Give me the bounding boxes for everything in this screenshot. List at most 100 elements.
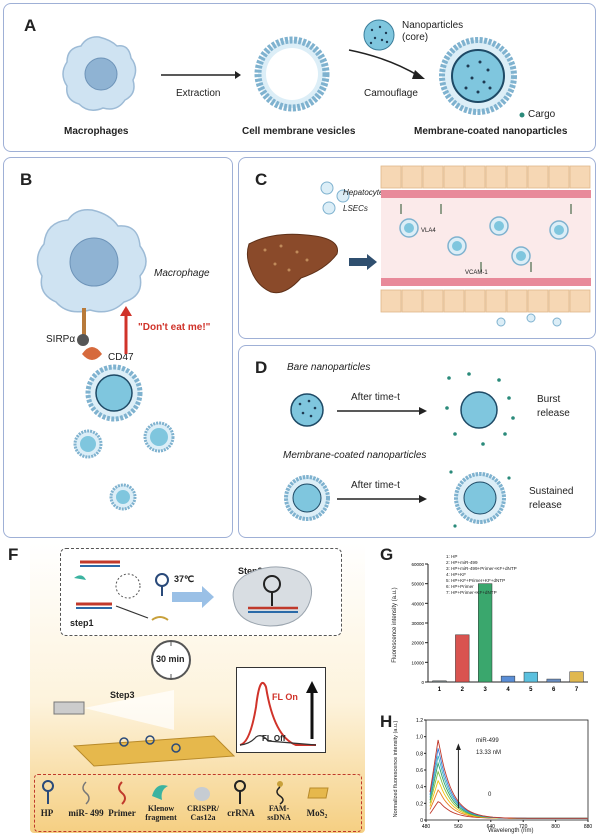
lsecs-label: LSECs (343, 204, 368, 213)
x-tick-label: 6 (552, 687, 556, 693)
bar-legend-item: 1: HP (446, 554, 458, 559)
legend-hp-icon (42, 780, 54, 804)
panel-d: D Bare nanoparticles After time-t Burst … (238, 345, 596, 538)
legend-label-mos2: MoS₂ (306, 808, 328, 818)
legend-fam-ssdna-icon (276, 781, 284, 805)
coated-nanoparticle-icon (85, 364, 143, 422)
bar-legend-item: 7: HP+Primer+KF+dNTP (446, 590, 497, 595)
legend-mos2-icon (307, 787, 329, 799)
bar-legend-item: 2: HP+miR-499 (446, 560, 478, 565)
bar-chart-ylabel: Fluorescence intensity (a.u.) (392, 587, 398, 663)
sirpa-receptor-icon (77, 334, 89, 346)
temperature-arrow (172, 586, 214, 608)
zero-annotation: 0 (488, 792, 492, 798)
macrophages-label: Macrophages (64, 126, 129, 137)
bar-legend-item: 4: HP+KF (446, 572, 467, 577)
fluorescence-curves (239, 681, 318, 746)
nanoparticles-label-2: (core) (402, 32, 429, 43)
extraction-label: Extraction (176, 88, 221, 99)
x-tick-label: 4 (506, 687, 510, 693)
camouflage-label: Camouflage (364, 88, 418, 99)
x-tick-label: 560 (454, 824, 463, 830)
temperature-label: 37℃ (174, 574, 195, 584)
dont-eat-me-label: "Don't eat me!" (138, 322, 211, 333)
spectrum-line (429, 761, 588, 819)
mir499-annotation: miR-499 (476, 738, 499, 744)
burst-release-icon (445, 372, 515, 446)
legend-primer-icon (118, 781, 126, 805)
line-chart-ylabel: Normalized fluorescence intensity (a.u.) (393, 720, 399, 818)
coated-nanoparticles-label: Membrane-coated nanoparticles (283, 450, 427, 461)
vla4-label: VLA4 (421, 228, 436, 234)
step2-label: Step2 (238, 566, 263, 576)
y-tick-label: 60000 (411, 562, 424, 567)
y-tick-label: 0.2 (416, 801, 423, 807)
legend-label-crrna: crRNA (227, 808, 255, 818)
sirpa-label: SIRPα (46, 334, 76, 345)
bar-legend-item: 3: HP+miR-499+Primer+KF+dNTP (446, 566, 517, 571)
panel-b-label: B (20, 170, 33, 189)
after-time-label-2: After time-t (351, 480, 400, 491)
x-tick-label: 7 (575, 687, 579, 693)
panel-d-label: D (255, 358, 268, 377)
fl-on-label: FL On (272, 692, 298, 702)
panel-a-label: A (24, 16, 37, 35)
x-tick-label: 640 (487, 824, 496, 830)
signal-arrow (120, 306, 132, 354)
y-tick-label: 0.8 (416, 751, 423, 757)
sinusoid-illustration (380, 165, 591, 327)
bar-legend-item: 6: HP+Primer (446, 584, 474, 589)
x-tick-label: 480 (422, 824, 431, 830)
y-tick-label: 40000 (411, 601, 424, 606)
legend-label-mir499: miR- 499 (68, 808, 104, 818)
cd47-label: CD47 (108, 352, 134, 363)
y-tick-label: 0 (421, 680, 424, 685)
nanoparticles-label-1: Nanoparticles (402, 20, 464, 31)
sustained-label-1: Sustained (529, 486, 574, 497)
time-label: 30 min (156, 654, 185, 664)
legend-mir499-icon (82, 781, 90, 805)
cas12a-complex-icon (232, 566, 313, 627)
x-tick-label: 800 (551, 824, 560, 830)
coated-nanoparticle-icon (284, 475, 330, 521)
step1-illustration (74, 560, 169, 621)
legend-klenow-icon (152, 785, 168, 800)
small-nanoparticle-icon (109, 483, 137, 511)
y-tick-label: 20000 (411, 641, 424, 646)
legend-label-klenow: Klenow fragment (145, 804, 177, 822)
vesicles-label: Cell membrane vesicles (242, 126, 356, 137)
core-nanoparticle-icon (363, 19, 395, 51)
hepatocytes-label: Hepatocytes (343, 188, 388, 197)
time-arrow-2 (337, 495, 427, 503)
after-time-label-1: After time-t (351, 392, 400, 403)
step3-label: Step3 (110, 690, 135, 700)
spectrum-line (429, 739, 588, 819)
panel-b: B Macrophage SIRPα CD47 "Don't eat me!" (3, 157, 233, 538)
fl-off-label: FL Off (262, 734, 286, 743)
line-chart-xlabel: Wavelength (nm) (488, 828, 534, 834)
bar (500, 675, 516, 683)
y-tick-label: 0 (420, 818, 423, 824)
y-tick-label: 0.6 (416, 768, 423, 774)
bar (546, 678, 561, 683)
cargo-dot-icon (519, 112, 525, 118)
bar (478, 583, 493, 683)
panel-c: C Hepatocytes LSECs VLA4 VCAM-1 (238, 157, 596, 339)
x-tick-label: 880 (584, 824, 593, 830)
burst-label-2: release (537, 408, 570, 419)
legend-cas12a-icon (194, 787, 210, 801)
bare-nanoparticles-label: Bare nanoparticles (287, 362, 371, 373)
detection-setup-illustration (53, 690, 236, 767)
small-nanoparticle-icon (73, 429, 103, 459)
concentration-annotation: 13.33 nM (476, 750, 502, 756)
bar-legend-item: 5: HP+KF+Primer+KF+dNTP (446, 578, 506, 583)
legend-box (34, 774, 362, 832)
bar (523, 671, 538, 683)
spectrum-line (429, 748, 588, 819)
coated-label: Membrane-coated nanoparticles (414, 126, 568, 137)
y-tick-label: 30000 (411, 621, 424, 626)
y-tick-label: 0.4 (416, 785, 423, 791)
burst-label-1: Burst (537, 394, 561, 405)
legend-crrna-icon (234, 780, 246, 804)
